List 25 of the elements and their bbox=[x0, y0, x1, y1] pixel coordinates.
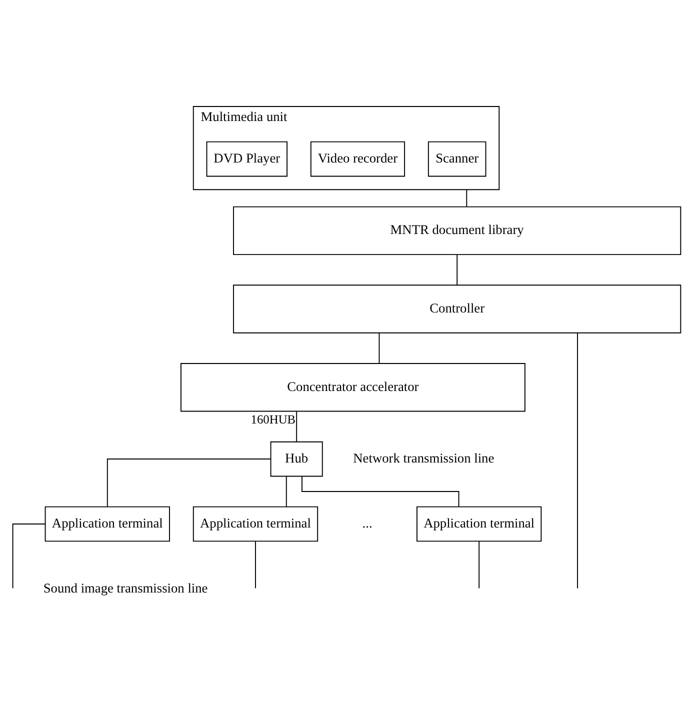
connector bbox=[286, 475, 287, 507]
node-box: Scanner bbox=[428, 140, 486, 176]
edge-label: 160HUB bbox=[250, 412, 296, 426]
node-box: Hub bbox=[270, 440, 323, 476]
node-box: Controller bbox=[233, 284, 682, 333]
connector bbox=[456, 254, 458, 285]
connector bbox=[106, 458, 272, 507]
connector bbox=[296, 410, 298, 442]
connector bbox=[302, 475, 460, 507]
label: Network transmission line bbox=[353, 450, 494, 466]
connector bbox=[255, 540, 256, 588]
connector bbox=[577, 332, 578, 588]
label: ... bbox=[362, 515, 372, 530]
connector bbox=[466, 188, 468, 207]
connector bbox=[378, 332, 380, 364]
node-box: Application terminal bbox=[192, 506, 318, 542]
node-box: DVD Player bbox=[206, 140, 288, 176]
connector bbox=[12, 523, 46, 588]
node-box: Application terminal bbox=[44, 506, 170, 542]
connector bbox=[478, 540, 480, 588]
node-box: Application terminal bbox=[416, 506, 542, 542]
node-box: Video recorder bbox=[310, 140, 406, 176]
label: Sound image transmission line bbox=[43, 580, 208, 596]
node-box: MNTR document library bbox=[233, 206, 682, 255]
node-box: Concentrator accelerator bbox=[180, 362, 526, 412]
